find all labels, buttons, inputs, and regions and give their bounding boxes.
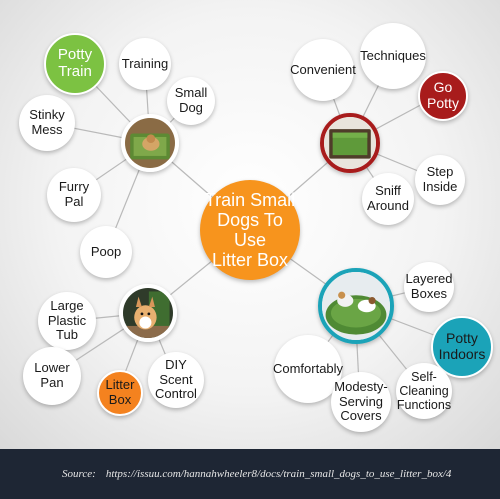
source-footer: Source: https://issuu.com/hannahwheeler8… — [0, 449, 500, 499]
sniff-around-node: Sniff Around — [362, 173, 414, 225]
litter-box-node: Litter Box — [97, 370, 143, 416]
furry-pal-node: Furry Pal — [47, 168, 101, 222]
dogs-on-grass-photo — [318, 268, 394, 344]
lower-pan-node: Lower Pan — [23, 347, 81, 405]
comfortably-node: Comfortably — [273, 335, 343, 403]
layered-boxes-node: Layered Boxes — [404, 262, 454, 312]
large-plastic-tub-node: Large Plastic Tub — [38, 292, 96, 350]
mind-map: Train Small Dogs To Use Litter Box — [0, 0, 500, 449]
techniques-node: Techniques — [360, 23, 426, 89]
potty-train-node: Potty Train — [44, 33, 106, 95]
training-node: Training — [119, 38, 171, 90]
potty-indoors-node: Potty Indoors — [431, 316, 493, 378]
central-topic: Train Small Dogs To Use Litter Box — [200, 180, 300, 280]
self-cleaning-functions-node: Self- Cleaning Functions — [396, 363, 452, 419]
convenient-node: Convenient — [290, 39, 356, 101]
go-potty-node: Go Potty — [418, 71, 468, 121]
poop-node: Poop — [80, 226, 132, 278]
source-link[interactable]: https://issuu.com/hannahwheeler8/docs/tr… — [105, 468, 452, 480]
modesty-serving-covers-node: Modesty- Serving Covers — [331, 372, 391, 432]
stinky-mess-node: Stinky Mess — [19, 95, 75, 151]
step-inside-node: Step Inside — [415, 155, 465, 205]
small-dog-node: Small Dog — [167, 77, 215, 125]
grass-litter-box-photo — [320, 113, 380, 173]
diy-scent-control-node: DIY Scent Control — [148, 352, 204, 408]
corgi-photo — [119, 284, 177, 342]
source-label: Source: — [62, 468, 96, 480]
dog-on-grass-pad-photo — [121, 114, 179, 172]
